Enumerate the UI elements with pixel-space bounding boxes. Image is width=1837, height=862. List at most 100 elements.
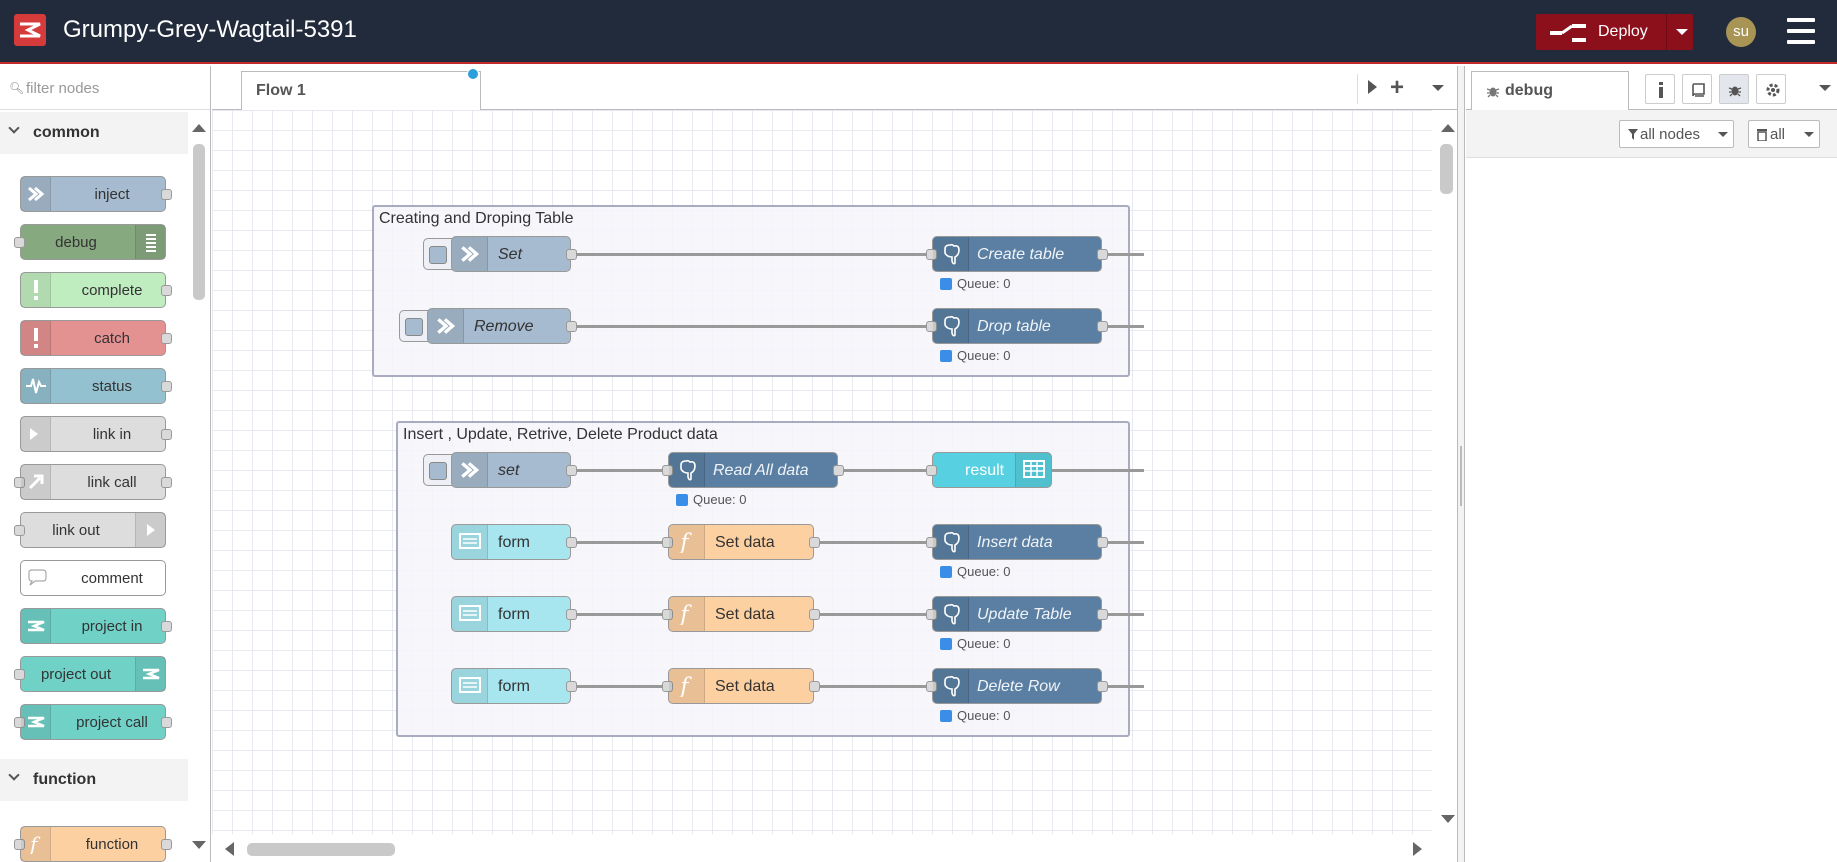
node-ui-form[interactable]: form [451,596,577,632]
project-icon [21,705,51,739]
palette-node-comment[interactable]: comment [20,560,166,596]
book-icon [1692,83,1705,97]
wire[interactable] [576,253,1144,256]
canvas-vertical-scrollbar[interactable] [1440,144,1453,194]
sidebar-tab-debug[interactable]: debug [1471,71,1629,111]
node-postgres-delete-row[interactable]: Delete Row [926,668,1108,704]
wire[interactable] [576,325,1144,328]
node-ui-form[interactable]: form [451,668,577,704]
tab-menu-caret-icon[interactable] [1432,85,1444,91]
palette-scroll-down-icon[interactable] [192,841,206,849]
palette-node-link-in[interactable]: link in [20,416,172,452]
search-icon: 🔍︎ [9,81,25,95]
palette-node-project-call[interactable]: project call [14,704,172,740]
chevron-down-icon [8,769,20,781]
comment-icon [21,561,51,595]
function-icon: f [669,597,705,631]
link-call-icon [21,465,51,499]
bug-icon [1486,87,1500,98]
form-icon [452,597,488,631]
node-postgres-read-all[interactable]: Read All data [662,452,844,488]
node-function-set-data[interactable]: f Set data [662,668,820,704]
app-logo [14,14,46,46]
palette-scrollbar[interactable] [193,144,205,300]
postgres-icon [933,525,969,559]
node-postgres-insert-data[interactable]: Insert data [926,524,1108,560]
function-icon: f [669,525,705,559]
project-icon [21,609,51,643]
palette-category-common[interactable]: common [0,112,188,154]
palette-node-link-out[interactable]: link out [14,512,166,548]
user-avatar[interactable]: su [1726,17,1756,47]
exclamation-icon [21,321,51,355]
status-queue: Queue: 0 [940,348,1011,363]
palette-category-function[interactable]: function [0,759,188,801]
link-out-icon [135,513,165,547]
node-postgres-drop-table[interactable]: Drop table [926,308,1108,344]
deploy-button[interactable]: Deploy [1536,14,1693,50]
scroll-left-icon[interactable] [225,842,234,856]
link-in-icon [21,417,51,451]
horizontal-scroll-thumb[interactable] [247,843,395,856]
scroll-right-icon[interactable] [1413,842,1422,856]
flow-canvas[interactable]: Creating and Droping Table Insert , Upda… [212,110,1432,834]
deploy-menu-caret-icon[interactable] [1676,29,1688,35]
canvas-scroll-down-icon[interactable] [1441,815,1455,823]
tab-flow-1[interactable]: Flow 1 [241,68,481,111]
table-icon [1015,453,1051,487]
sidebar-menu-caret-icon[interactable] [1819,85,1831,91]
node-ui-form[interactable]: form [451,524,577,560]
debug-button[interactable] [1719,74,1749,104]
form-icon [452,669,488,703]
node-ui-table-result[interactable]: result [926,452,1052,488]
wire[interactable] [576,613,672,616]
add-flow-button[interactable]: + [1390,74,1405,101]
canvas-horizontal-scrollbar[interactable] [212,836,1457,862]
postgres-icon [933,669,969,703]
node-inject-set[interactable]: set [451,452,577,488]
sidebar-resize-handle[interactable] [1457,66,1465,862]
wire[interactable] [576,541,672,544]
changed-indicator [467,68,479,80]
palette-filter[interactable]: 🔍︎ filter nodes [0,66,210,110]
svg-text:f: f [678,603,692,625]
main-menu-button[interactable] [1787,18,1815,44]
palette-node-complete[interactable]: complete [20,272,172,308]
debug-clear-messages[interactable]: all [1748,120,1820,148]
app-title: Grumpy-Grey-Wagtail-5391 [63,16,357,43]
palette-node-catch[interactable]: catch [20,320,172,356]
palette-node-project-out[interactable]: project out [14,656,166,692]
node-postgres-update-table[interactable]: Update Table [926,596,1108,632]
info-button[interactable] [1645,74,1675,104]
workspace-tabbar: Flow 1 + [212,66,1457,111]
palette-node-inject[interactable]: inject [20,176,172,212]
postgres-icon [933,237,969,271]
node-function-set-data[interactable]: f Set data [662,596,820,632]
pulse-icon [21,369,51,403]
palette-scroll-up-icon[interactable] [192,124,206,132]
tab-scroll-right-icon[interactable] [1368,80,1377,94]
sidebar: debug all nodes all [1466,66,1837,862]
bug-icon [1728,86,1742,97]
wire[interactable] [576,685,672,688]
wire[interactable] [576,469,672,472]
svg-text:f: f [28,834,41,854]
debug-filter-nodes[interactable]: all nodes [1619,120,1734,148]
node-postgres-create-table[interactable]: Create table [926,236,1108,272]
palette-node-project-in[interactable]: project in [20,608,172,644]
node-inject-remove[interactable]: Remove [427,308,577,344]
canvas-scroll-up-icon[interactable] [1441,124,1455,132]
group-creating-droping-table[interactable]: Creating and Droping Table [372,205,1130,377]
palette-node-link-call[interactable]: link call [14,464,172,500]
node-inject-set[interactable]: Set [451,236,577,272]
postgres-icon [933,309,969,343]
palette-node-status[interactable]: status [20,368,172,404]
project-icon [135,657,165,691]
node-function-set-data[interactable]: f Set data [662,524,820,560]
help-button[interactable] [1682,74,1712,104]
palette-node-debug[interactable]: debug [14,224,166,260]
palette-node-function[interactable]: f function [14,826,172,862]
palette-filter-input[interactable]: filter nodes [26,80,100,97]
config-nodes-button[interactable] [1756,74,1786,104]
